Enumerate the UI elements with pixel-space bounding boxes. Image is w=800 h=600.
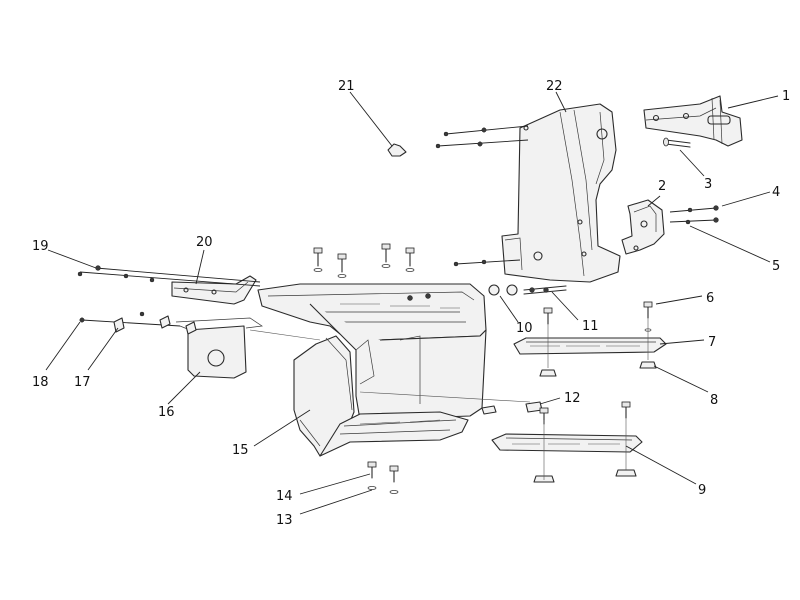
callout-1: 1 — [782, 89, 790, 104]
part-20-small-bracket — [171, 275, 257, 305]
callout-7: 7 — [708, 335, 716, 350]
part-9-lower-step-plate — [491, 433, 643, 453]
fasteners — [77, 125, 719, 494]
leader-lines — [45, 91, 779, 515]
callout-labels: 1 2 3 4 5 6 7 8 9 10 11 12 13 14 15 16 1… — [32, 79, 790, 528]
callout-21: 21 — [338, 79, 355, 94]
callout-6: 6 — [706, 291, 714, 306]
callout-5: 5 — [772, 259, 780, 274]
callout-18: 18 — [32, 375, 49, 390]
callout-3: 3 — [704, 177, 712, 192]
callout-15: 15 — [232, 443, 249, 458]
part-7-upper-step-plate — [513, 337, 667, 355]
part-2-side-bracket — [621, 199, 665, 255]
callout-10: 10 — [516, 321, 533, 336]
callout-4: 4 — [772, 185, 780, 200]
callout-11: 11 — [582, 319, 599, 334]
callout-22: 22 — [546, 79, 563, 94]
tray-bolts — [313, 243, 431, 301]
callout-13: 13 — [276, 513, 293, 528]
callout-8: 8 — [710, 393, 718, 408]
callout-16: 16 — [158, 405, 175, 420]
callout-12: 12 — [564, 391, 581, 406]
part-16-plate — [175, 317, 263, 379]
part-1-upper-bracket — [643, 95, 743, 147]
callout-17: 17 — [74, 375, 91, 390]
callout-14: 14 — [276, 489, 293, 504]
part-15-step-box — [257, 283, 487, 457]
callout-9: 9 — [698, 483, 706, 498]
callout-19: 19 — [32, 239, 49, 254]
part-3-bolt — [663, 137, 691, 148]
part-22-upper-panel — [501, 103, 621, 283]
callout-2: 2 — [658, 179, 666, 194]
callout-20: 20 — [196, 235, 213, 250]
